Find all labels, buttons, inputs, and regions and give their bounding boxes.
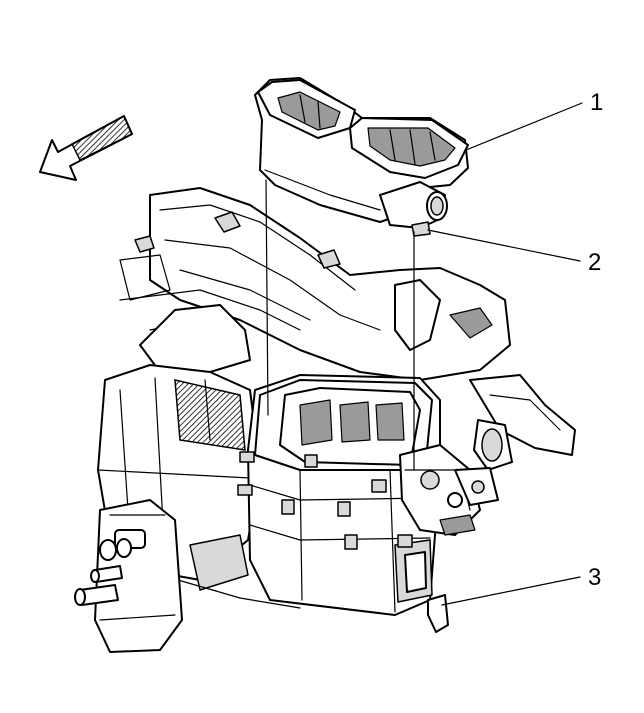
callout-2-label: 2 — [588, 249, 601, 276]
mode-actuator-linkage — [399, 444, 499, 536]
upper-air-distribution-duct — [254, 77, 469, 237]
hvac-module-case — [237, 374, 449, 633]
callout-3-label: 3 — [588, 564, 601, 591]
alignment-lines — [265, 179, 415, 471]
heater-core-assembly — [74, 499, 183, 653]
callout-leaders — [427, 102, 583, 606]
callout-1-label: 1 — [590, 89, 603, 116]
front-direction-arrow-icon — [39, 114, 133, 181]
